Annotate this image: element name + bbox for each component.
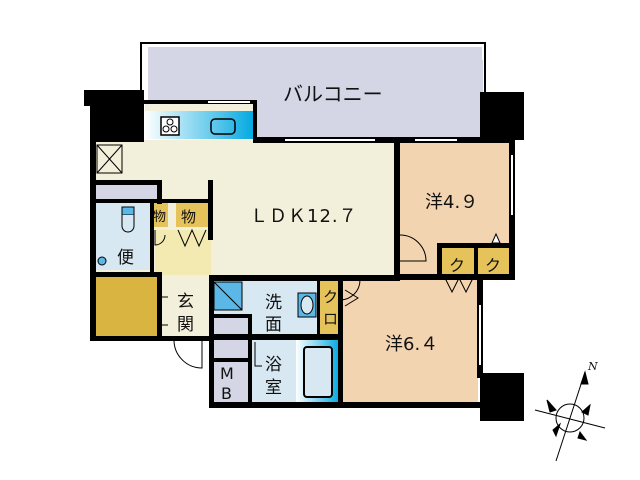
meter-box-label-1: M [220, 364, 234, 383]
door-toilet-icon [162, 296, 168, 326]
door-storage-icon [154, 228, 207, 248]
western-room-2 [340, 280, 478, 402]
wall-closet-mid [474, 246, 478, 278]
window-ldk [285, 139, 375, 141]
window-room1-side [511, 155, 513, 215]
bathtub [303, 346, 333, 398]
storage-1-label: 物 [153, 210, 167, 225]
storage-2-label: 物 [181, 208, 197, 226]
washroom-label-1: 洗 [265, 293, 282, 313]
toilet-label: 便 [117, 248, 134, 268]
wall-room1-bottom [394, 274, 515, 280]
closet-triangle-icon [491, 232, 501, 244]
bathroom-area [252, 340, 296, 406]
wall-kitchen-right [253, 100, 257, 142]
wall-ldk-bottom [210, 275, 400, 281]
wall-storage-top [96, 199, 212, 203]
wall-entrance-right [209, 275, 214, 408]
wall-balcony-bottom [253, 137, 515, 143]
compass-north-label: N [588, 360, 598, 373]
kitchen-counter-top [145, 103, 255, 111]
wall-hall-divider [157, 180, 162, 204]
washbasin-icon [297, 292, 317, 318]
door-closet-room2-icon [444, 277, 474, 294]
wall-closet-top [437, 243, 515, 248]
utility-box-2 [214, 340, 248, 358]
toilet-sink-icon [97, 256, 107, 266]
closet-washroom-label-1: ク [323, 288, 339, 306]
washing-machine-space-icon [213, 281, 243, 311]
door-room2-icon [339, 279, 361, 301]
closet-room1-a-label: ク [449, 256, 466, 275]
compass-icon [534, 370, 606, 462]
bathroom-label-1: 浴 [265, 355, 282, 375]
closet-washroom-label-2: ロ [323, 310, 339, 328]
western-room-2-label: 洋6.４ [385, 334, 439, 355]
western-room-1-label: 洋4.９ [425, 192, 479, 213]
wall-box-divider-1 [214, 314, 252, 318]
wall-kitchen-top [144, 100, 256, 104]
wall-hall-top [96, 180, 162, 185]
closet-washroom [320, 280, 342, 335]
closet-room1-b-label: ク [485, 256, 502, 275]
meter-box [214, 362, 248, 406]
doors [154, 228, 501, 369]
door-wash-closet-icon [344, 289, 359, 307]
window-room2-side [479, 305, 481, 365]
storage-2 [176, 203, 208, 227]
wall-entrance-bottom [90, 336, 214, 341]
balcony-railing [140, 42, 486, 112]
entrance-label-1: 玄 [177, 292, 194, 312]
window-kitchen [208, 101, 250, 103]
entrance-area [162, 276, 210, 336]
wall-pillar-top-right [480, 92, 524, 140]
wall-bottom [210, 402, 482, 408]
utility-box-1 [214, 318, 248, 334]
sink-icon [210, 118, 236, 135]
meter-box-label-2: B [221, 384, 232, 403]
wall-toilet-right [150, 202, 154, 274]
wall-wash-bottom [214, 334, 342, 340]
hall-storage-corridor [96, 185, 158, 199]
wall-ldk-west [208, 180, 213, 240]
balcony-inner-fill [255, 60, 483, 138]
wall-box-divider-2 [214, 358, 252, 362]
wall-pillar-bottom-right [480, 373, 524, 421]
door-entrance-icon [173, 339, 203, 369]
wall-pillar-left [90, 90, 144, 142]
ldk-label: ＬＤＫ12.７ [250, 206, 358, 227]
wall-toilet-bottom [90, 272, 162, 277]
stove-icon [160, 116, 180, 136]
balcony-label: バルコニー [283, 82, 383, 106]
entrance-label-2: 関 [177, 315, 194, 335]
wall-closet-left [437, 243, 442, 278]
wall-room2-left [338, 278, 343, 408]
window-room1 [415, 139, 457, 141]
wall-ldk-room1 [394, 140, 400, 280]
closet-room1-a [442, 248, 474, 276]
wall-closet-wash-left [317, 280, 320, 336]
toilet-icon [121, 206, 135, 233]
wall-left [90, 140, 96, 340]
refrigerator-space-icon [96, 144, 123, 174]
door-room1-icon [399, 234, 427, 262]
storage-1 [152, 203, 168, 227]
door-bath-icon [254, 342, 262, 367]
closet-room1-b [478, 248, 510, 276]
bathroom-label-2: 室 [265, 378, 282, 398]
washroom-label-2: 面 [265, 315, 282, 335]
shoe-box [96, 276, 158, 336]
wall-shoe-right [157, 272, 162, 340]
